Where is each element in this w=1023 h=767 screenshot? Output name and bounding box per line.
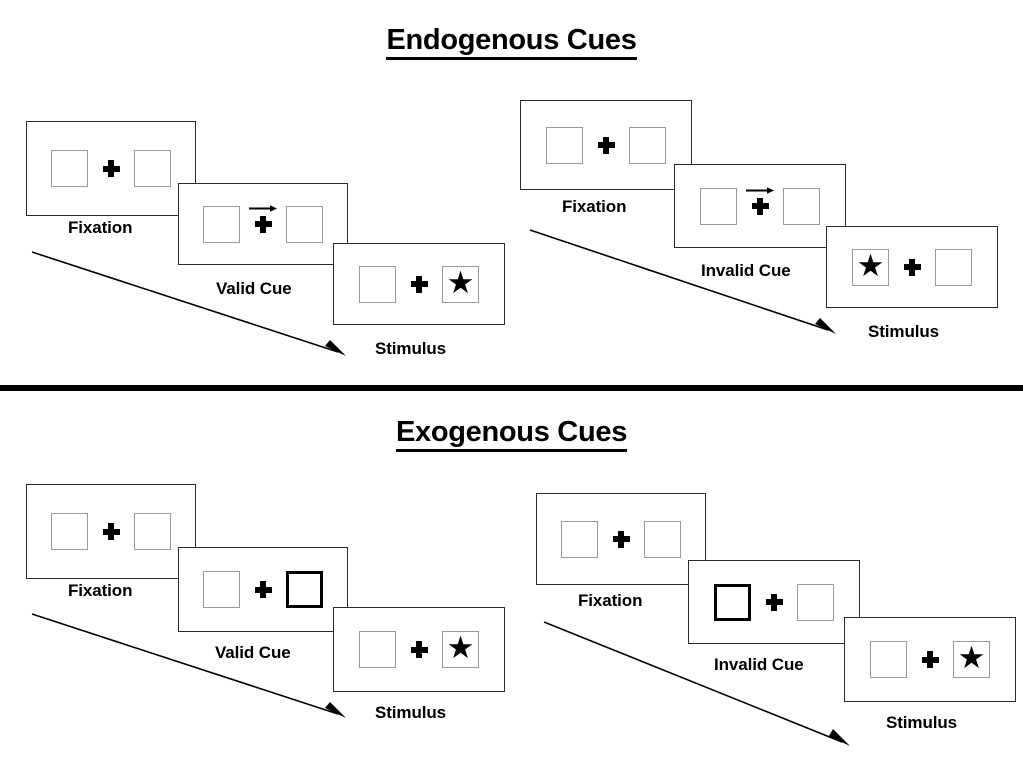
fixation-cross-icon xyxy=(410,641,428,658)
trial-frame-fixation xyxy=(26,484,196,579)
trial-frame-stimulus: ★ xyxy=(333,607,505,692)
fixation-cross-icon xyxy=(102,160,120,177)
stimulus-box-right xyxy=(783,187,820,225)
fixation-cross-icon xyxy=(254,581,272,598)
trial-frame-invalid-cue xyxy=(688,560,860,644)
stimulus-box-left xyxy=(203,571,240,608)
stimulus-box-left xyxy=(359,631,396,668)
fixation-center xyxy=(88,122,134,215)
fixation-cross-icon xyxy=(102,523,120,540)
fixation-center xyxy=(598,494,644,584)
fixation-center xyxy=(889,227,935,307)
stimulus-box-right xyxy=(134,150,171,187)
trial-frame-valid-cue xyxy=(178,547,348,632)
fixation-center xyxy=(751,561,797,643)
stimulus-box-right-target: ★ xyxy=(442,631,479,668)
fixation-cross-icon xyxy=(597,136,615,154)
fixation-cross-icon xyxy=(751,197,769,215)
stimulus-box-left xyxy=(546,126,583,164)
section-divider xyxy=(0,385,1023,391)
stimulus-box-left-target: ★ xyxy=(852,247,889,286)
caption-stimulus: Stimulus xyxy=(886,713,957,732)
stimulus-box-right-target: ★ xyxy=(953,641,990,678)
trial-frame-stimulus: ★ xyxy=(826,226,998,308)
fixation-center xyxy=(396,244,442,324)
fixation-center xyxy=(907,618,953,701)
trial-frame-fixation xyxy=(26,121,196,216)
stimulus-box-left xyxy=(203,205,240,243)
fixation-cross-icon xyxy=(903,258,921,276)
fixation-cross-icon xyxy=(612,530,630,548)
stimulus-box-right xyxy=(286,205,323,243)
fixation-cross-icon xyxy=(410,275,428,293)
stimulus-box-right xyxy=(644,520,681,558)
caption-valid-cue: Valid Cue xyxy=(215,643,291,662)
stimulus-box-left xyxy=(870,641,907,678)
trial-frame-fixation xyxy=(520,100,692,190)
stimulus-box-left xyxy=(700,187,737,225)
caption-stimulus: Stimulus xyxy=(375,339,446,358)
arrow-right-icon xyxy=(248,204,278,213)
section-title-exogenous-text: Exogenous Cues xyxy=(395,416,627,452)
stimulus-box-right xyxy=(629,126,666,164)
trial-frame-stimulus: ★ xyxy=(844,617,1016,702)
star-icon: ★ xyxy=(446,264,475,301)
stimulus-box-right xyxy=(134,513,171,550)
stimulus-box-left xyxy=(51,513,88,550)
section-title-endogenous: Endogenous Cues xyxy=(0,24,1023,60)
fixation-center xyxy=(240,548,286,631)
stimulus-box-left xyxy=(359,265,396,303)
trial-frame-stimulus: ★ xyxy=(333,243,505,325)
caption-fixation: Fixation xyxy=(68,218,133,237)
stimulus-box-right-cued xyxy=(286,571,323,608)
star-icon: ★ xyxy=(446,630,475,666)
trial-frame-valid-cue xyxy=(178,183,348,265)
stimulus-box-left-cued xyxy=(714,583,751,621)
trial-frame-fixation xyxy=(536,493,706,585)
stimulus-box-left xyxy=(561,520,598,558)
star-icon: ★ xyxy=(856,247,885,284)
arrow-right-icon xyxy=(745,186,775,195)
caption-invalid-cue: Invalid Cue xyxy=(701,261,791,280)
caption-fixation: Fixation xyxy=(68,581,133,600)
stimulus-box-right-target: ★ xyxy=(442,264,479,303)
caption-invalid-cue: Invalid Cue xyxy=(714,655,804,674)
caption-stimulus: Stimulus xyxy=(375,703,446,722)
star-icon: ★ xyxy=(957,640,986,676)
fixation-center xyxy=(396,608,442,691)
section-title-exogenous: Exogenous Cues xyxy=(0,416,1023,452)
caption-valid-cue: Valid Cue xyxy=(216,279,292,298)
fixation-cross-icon xyxy=(765,593,783,611)
stimulus-box-right xyxy=(935,248,972,286)
caption-stimulus: Stimulus xyxy=(868,322,939,341)
fixation-center xyxy=(583,101,629,189)
fixation-center xyxy=(737,165,783,247)
stimulus-box-right xyxy=(797,583,834,621)
fixation-cross-icon xyxy=(254,215,272,233)
fixation-center xyxy=(88,485,134,578)
fixation-cross-icon xyxy=(921,651,939,668)
section-title-endogenous-text: Endogenous Cues xyxy=(386,24,637,60)
trial-frame-invalid-cue xyxy=(674,164,846,248)
caption-fixation: Fixation xyxy=(562,197,627,216)
stimulus-box-left xyxy=(51,150,88,187)
fixation-center xyxy=(240,184,286,264)
caption-fixation: Fixation xyxy=(578,591,643,610)
